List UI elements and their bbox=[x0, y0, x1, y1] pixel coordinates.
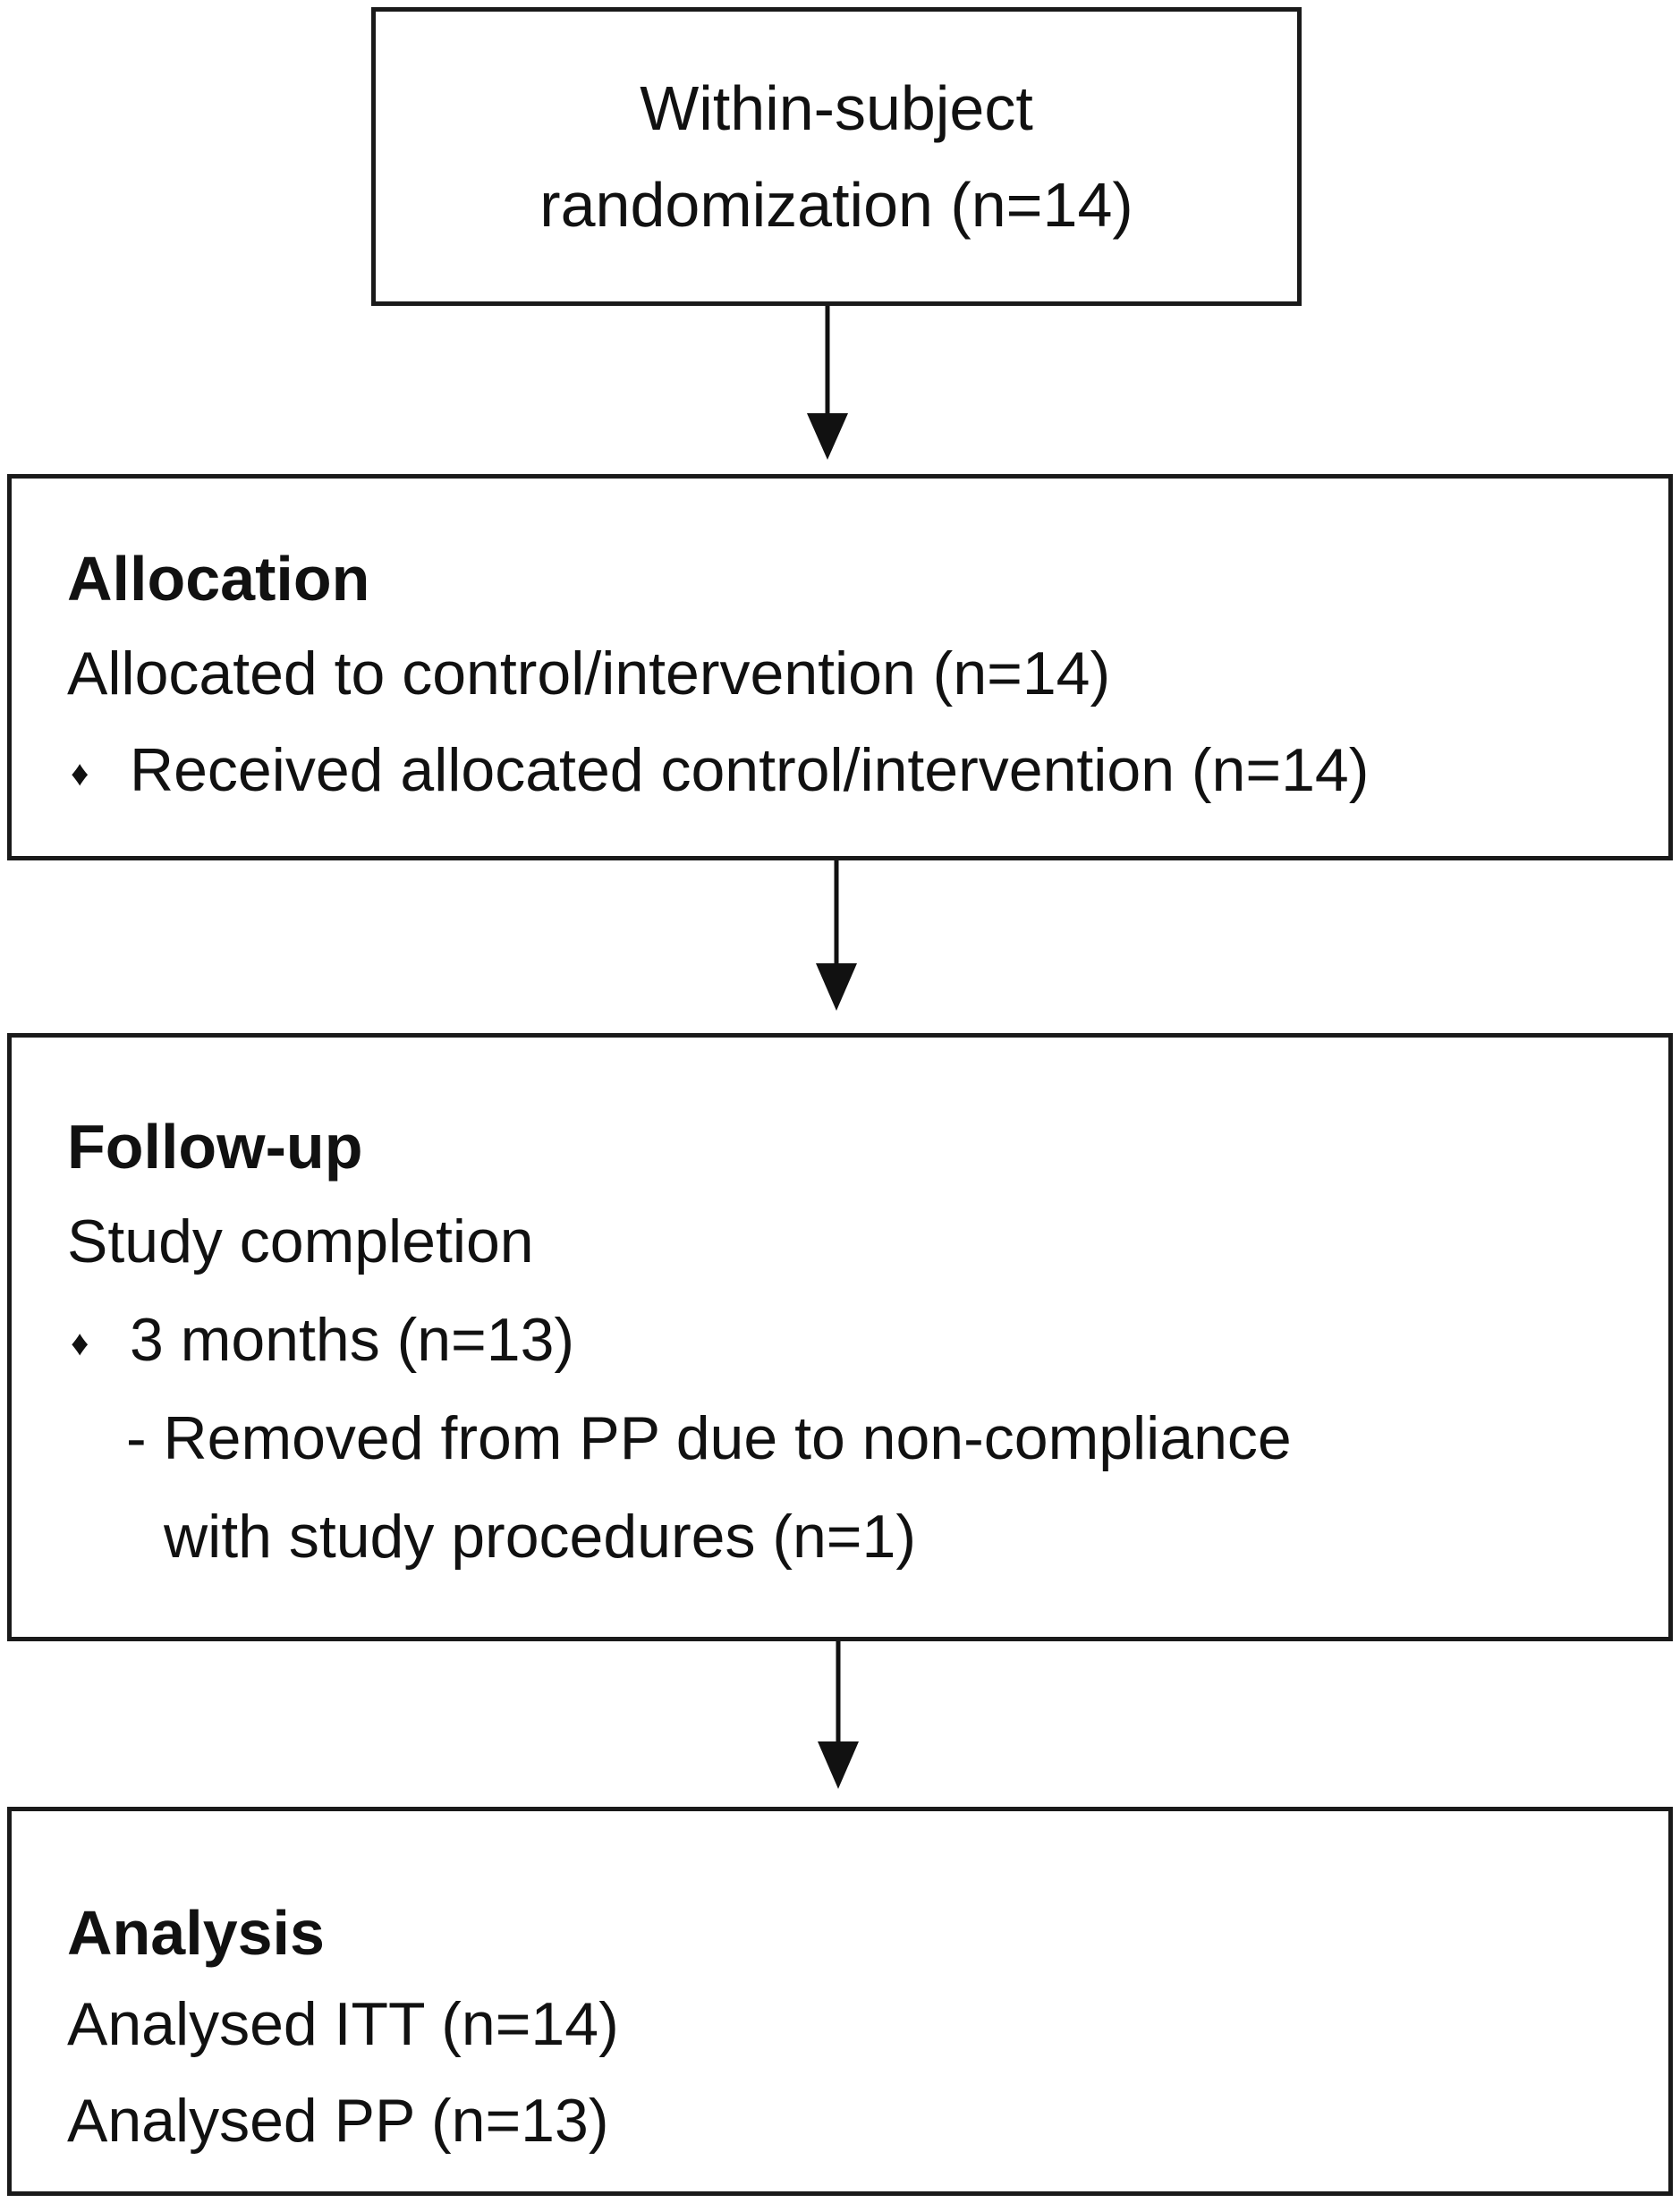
analysis-title: Analysis bbox=[67, 1898, 325, 1968]
follow-up-sub-item-line-2: with study procedures (n=1) bbox=[164, 1503, 916, 1571]
follow-up-sub-item-line-1: - Removed from PP due to non-compliance bbox=[126, 1404, 1292, 1472]
arrow-follow-up-to-analysis bbox=[818, 1641, 859, 1789]
follow-up-bullet-1: 3 months (n=13) bbox=[130, 1306, 575, 1374]
allocation-title: Allocation bbox=[67, 544, 370, 614]
analysis-box: Analysis Analysed ITT (n=14) Analysed PP… bbox=[7, 1807, 1673, 2196]
allocation-line-1: Allocated to control/intervention (n=14) bbox=[67, 640, 1111, 708]
allocation-box: Allocation Allocated to control/interven… bbox=[7, 474, 1673, 860]
diamond-bullet-icon: ♦ bbox=[71, 1324, 89, 1363]
analysis-line-1: Analysed ITT (n=14) bbox=[67, 1990, 619, 2058]
randomization-box: Within-subject randomization (n=14) bbox=[371, 7, 1302, 306]
follow-up-line-1: Study completion bbox=[67, 1207, 534, 1275]
allocation-bullet-1: Received allocated control/intervention … bbox=[130, 736, 1370, 804]
arrow-allocation-to-follow-up bbox=[816, 860, 857, 1011]
arrow-randomization-to-allocation bbox=[807, 306, 848, 460]
follow-up-title: Follow-up bbox=[67, 1112, 363, 1182]
randomization-line-2: randomization (n=14) bbox=[539, 170, 1133, 240]
analysis-line-2: Analysed PP (n=13) bbox=[67, 2087, 609, 2155]
diamond-bullet-icon: ♦ bbox=[71, 754, 89, 793]
randomization-line-1: Within-subject bbox=[640, 73, 1033, 143]
follow-up-box: Follow-up Study completion ♦ 3 months (n… bbox=[7, 1033, 1673, 1641]
